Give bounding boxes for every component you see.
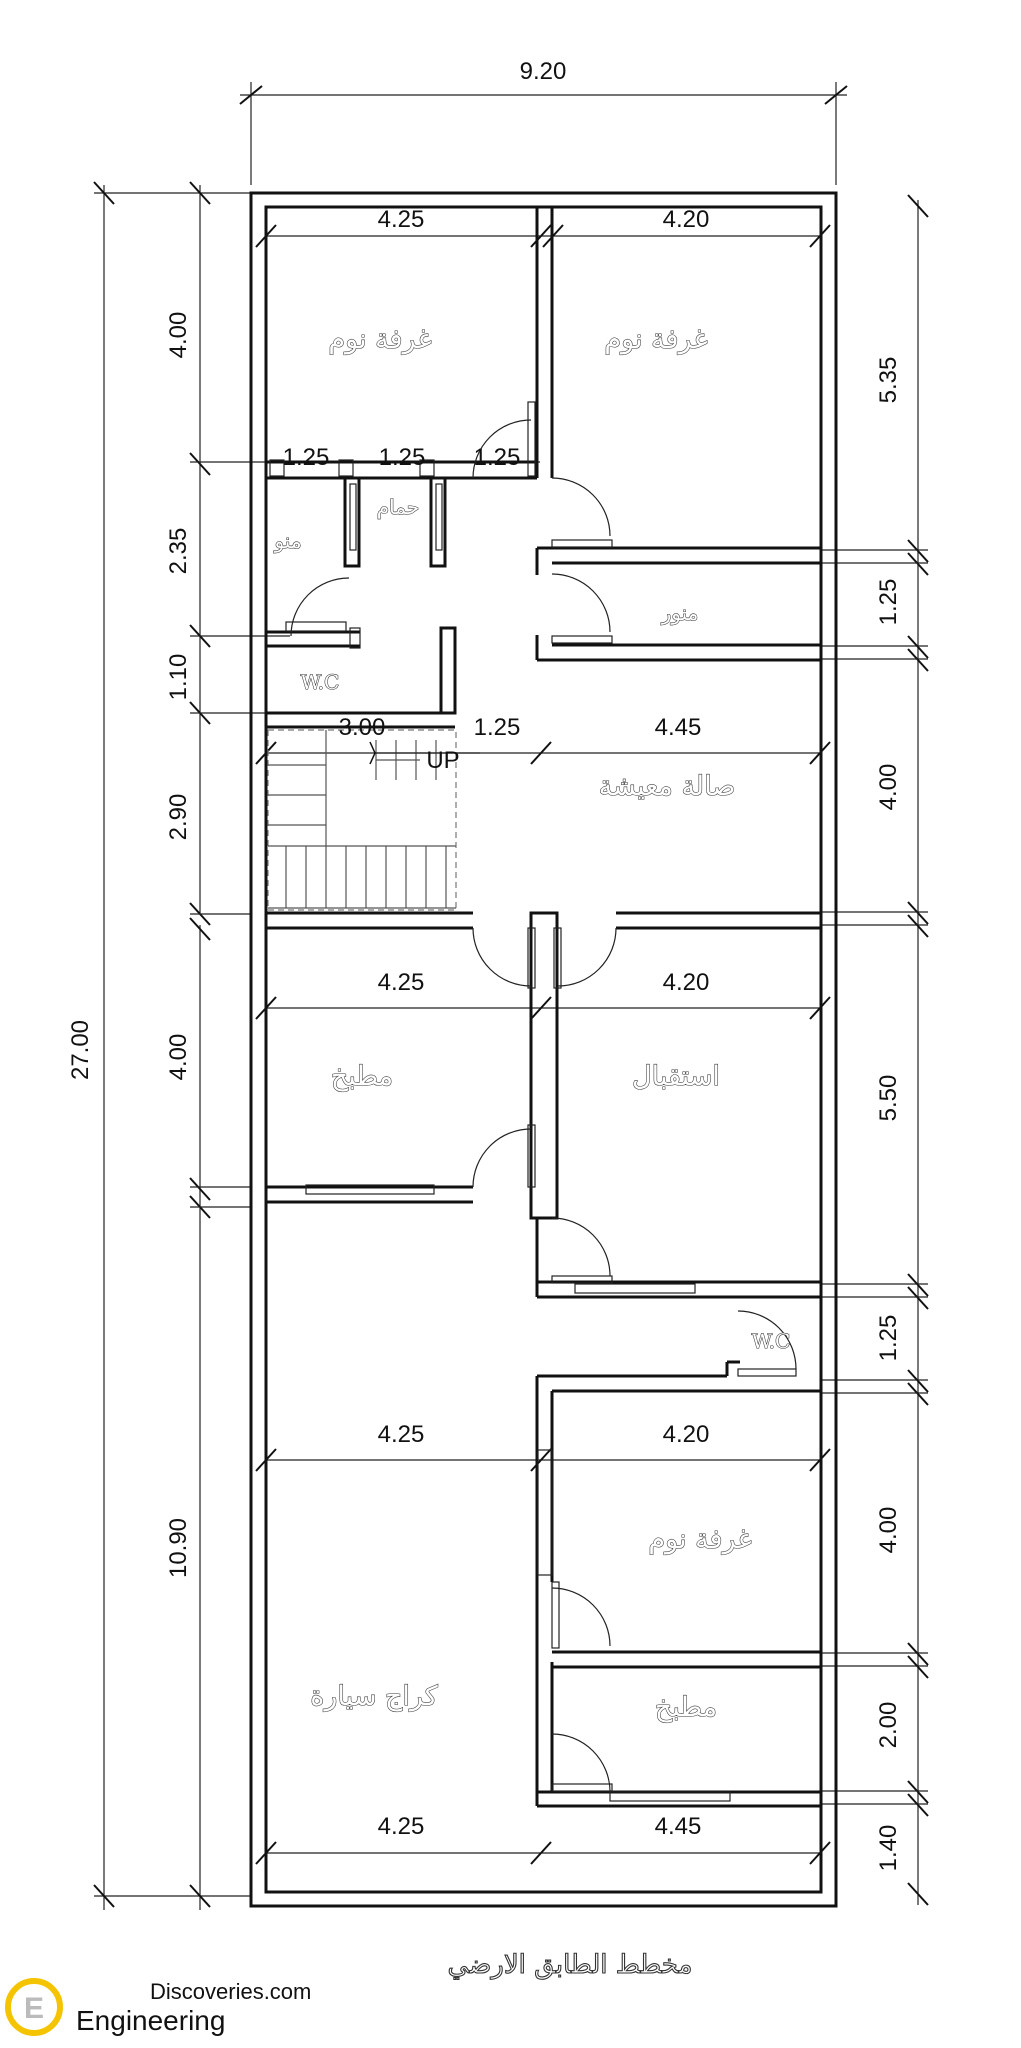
watermark-logo: E Discoveries.com Engineering (5, 1978, 311, 2036)
walls (249, 191, 838, 1908)
room-label-bedroom: غرفة نوم (328, 324, 431, 355)
dim-label: 4.20 (663, 969, 710, 996)
room-label-shaft: منو (273, 529, 301, 553)
dim-label: 4.25 (378, 206, 425, 233)
room-label-bedroom: غرفة نوم (648, 1524, 751, 1555)
left-dim-label: 2.90 (165, 794, 192, 841)
left-dim-label: 4.00 (165, 1034, 192, 1081)
room-label-bedroom: غرفة نوم (604, 324, 707, 355)
dim-label: 4.25 (378, 1813, 425, 1840)
dim-label: 4.45 (655, 1813, 702, 1840)
dim-label: 4.25 (378, 969, 425, 996)
left-dim-label: 4.00 (165, 312, 192, 359)
dim-label: 4.20 (663, 206, 710, 233)
right-dim-ticks (907, 194, 929, 1906)
left-dim-label: 2.35 (165, 528, 192, 575)
right-dim-label: 1.25 (875, 1315, 902, 1362)
left-dim-label: 1.10 (165, 654, 192, 701)
dim-label: 4.25 (378, 1421, 425, 1448)
overall-length-label: 27.00 (67, 1020, 94, 1080)
left-dim-label: 10.90 (165, 1518, 192, 1578)
dim-label: 4.20 (663, 1421, 710, 1448)
room-label-kitchen: مطبخ (331, 1061, 393, 1092)
logo-text-top: Discoveries.com (150, 1979, 311, 2004)
stair-up-label: UP (426, 747, 459, 774)
right-dim-label: 5.50 (875, 1075, 902, 1122)
right-dim-label: 5.35 (875, 357, 902, 404)
dim-label: 4.45 (655, 714, 702, 741)
logo-letter: E (24, 1992, 44, 2025)
room-label-wc: W.C (301, 670, 340, 694)
room-label-kitchen: مطبخ (655, 1692, 717, 1723)
overall-width-label: 9.20 (520, 58, 567, 85)
right-dim-label: 4.00 (875, 1507, 902, 1554)
room-label-garage: كراج سيارة (310, 1681, 438, 1712)
stairs (267, 729, 480, 911)
dim-label: 3.00 (339, 714, 386, 741)
right-dim-label: 4.00 (875, 764, 902, 811)
logo-icon (5, 1978, 63, 2036)
plan-title: مخطط الطابق الارضي (448, 1950, 693, 1980)
room-label-living: صالة معيشة (599, 771, 736, 802)
room-label-reception: استقبال (632, 1061, 720, 1092)
right-dim-label: 1.40 (875, 1825, 902, 1872)
right-dim-label: 2.00 (875, 1702, 902, 1749)
dim-label: 1.25 (379, 444, 426, 471)
dimension-lines (93, 82, 929, 1910)
room-label-bath: حمام (377, 495, 419, 519)
doors-windows (269, 401, 797, 1802)
right-dim-label: 1.25 (875, 579, 902, 626)
dim-label: 1.25 (474, 714, 521, 741)
room-labels: غرفة نوم غرفة نوم حمام منو منور W.C UP ص… (273, 323, 791, 1723)
room-label-wc: W.C (752, 1329, 791, 1353)
dim-label: 1.25 (474, 444, 521, 471)
dimension-labels: 9.20 27.00 4.00 2.35 1.10 2.90 4.00 10.9… (67, 58, 902, 1871)
room-label-shaft: منور (661, 601, 699, 625)
dim-label: 1.25 (283, 444, 330, 471)
logo-text-bottom: Engineering (76, 2005, 225, 2036)
